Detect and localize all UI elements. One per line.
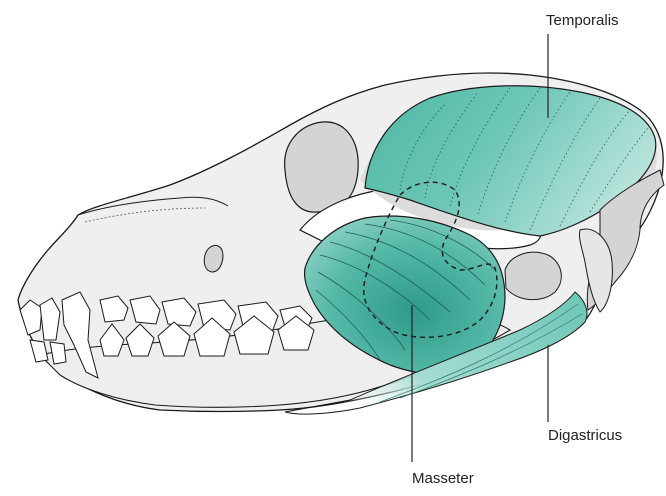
digastricus-label: Digastricus bbox=[548, 427, 622, 444]
tympanic-bulla bbox=[505, 252, 561, 299]
temporalis-label: Temporalis bbox=[546, 12, 619, 29]
masseter-label: Masseter bbox=[412, 470, 474, 487]
